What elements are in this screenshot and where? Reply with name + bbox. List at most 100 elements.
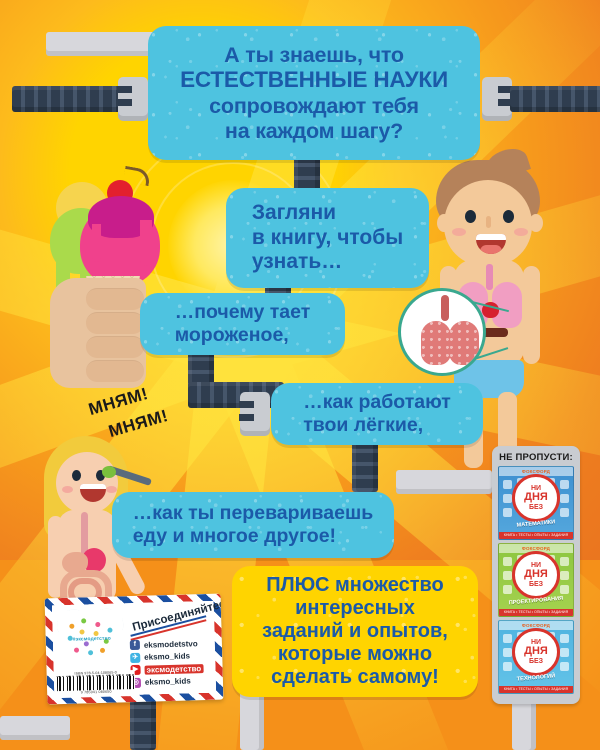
plus-line-1: ПЛЮС множество (266, 573, 444, 596)
sidebar-title: НЕ ПРОПУСТИ: (499, 452, 573, 463)
boy-eye (465, 210, 476, 223)
look-line-1: Загляни (251, 201, 337, 225)
social-row[interactable]: ◎ eksmo_kids (130, 676, 204, 688)
thumb-badge: НИ ДНЯ БЕЗ (512, 628, 560, 676)
icecream-line-2: мороженое, (174, 324, 289, 346)
pipe-grey-mid (396, 470, 492, 494)
finger (86, 360, 144, 382)
plus-line-3: заданий и опытов, (262, 619, 448, 642)
thumb-badge-ni: НИ (530, 485, 542, 493)
boy-liver (472, 328, 508, 337)
plus-line-4: которые можно (277, 643, 433, 666)
book-thumbnail-design[interactable]: ФОКСФОРД НИ ДНЯ БЕЗ ПРОЕКТИРОВАНИЯ КНИГА… (498, 543, 574, 617)
social-handle: eksmo_kids (144, 676, 191, 687)
lungs-line-1: …как работают (303, 391, 451, 414)
thumb-brand: ФОКСФОРД (521, 469, 551, 474)
magnified-trachea (441, 295, 449, 321)
boy-arm (523, 266, 540, 364)
thumb-brand: ФОКСФОРД (521, 546, 551, 551)
lung-magnifier (398, 288, 486, 376)
look-line-3: узнать… (251, 250, 343, 274)
social-envelope: #эксмодетство Присоединяйтесь! f eksmode… (44, 593, 224, 705)
plus-line-5: сделать самому! (271, 666, 439, 689)
boy-mouth (476, 234, 506, 254)
thumb-badge-ni: НИ (530, 639, 542, 647)
thumb-badge-bez: БЕЗ (528, 657, 544, 665)
pipe-top-right (510, 86, 600, 112)
icecream-line-1: …почему тает (174, 301, 311, 324)
headline-line-4: на каждом шагу? (224, 118, 404, 143)
digest-line-1: …как ты перевариваешь (132, 502, 374, 525)
pipe-grey-bottom (0, 716, 70, 740)
thumb-top-bar (499, 621, 573, 630)
facebook-icon: f (129, 639, 141, 651)
hand-holding-cone (50, 278, 146, 388)
pipe-top-left (12, 86, 122, 112)
girl-mouth (80, 484, 106, 502)
pipe-grey-bottom-right (512, 700, 536, 750)
finger (86, 288, 144, 310)
book-thumbnail-tech[interactable]: ФОКСФОРД НИ ДНЯ БЕЗ ТЕХНОЛОГИЙ КНИГА • Т… (498, 620, 574, 694)
plus-panel: ПЛЮС множество интересных заданий и опыт… (232, 566, 478, 697)
social-handle: эксмодетство (144, 663, 204, 675)
look-inside-panel: Загляни в книгу, чтобы узнать… (226, 188, 429, 288)
barcode-number: 9 785041 080650 (80, 689, 112, 695)
lungs-panel: …как работают твои лёгкие, (271, 383, 483, 445)
ice-cream-drip (92, 224, 101, 262)
pipe-connector (482, 77, 513, 121)
thumb-badge: НИ ДНЯ БЕЗ (512, 551, 560, 599)
ice-cream-drip (140, 220, 152, 266)
thumb-badge-ni: НИ (530, 562, 542, 570)
headline-panel: А ты знаешь, что ЕСТЕСТВЕННЫЕ НАУКИ сопр… (148, 26, 480, 160)
thumb-badge: НИ ДНЯ БЕЗ (512, 474, 560, 522)
boy-trachea (486, 264, 493, 290)
digest-line-2: еду и многое другое! (132, 525, 337, 547)
social-row[interactable]: f eksmodetstvo (129, 638, 203, 651)
book-thumbnail-math[interactable]: ФОКСФОРД НИ ДНЯ БЕЗ МАТЕМАТИКИ КНИГА • Т… (498, 466, 574, 540)
heart-sticker: #эксмодетство (57, 608, 125, 670)
thumb-footer: КНИГА • ТЕСТЫ • ОПЫТЫ • ЗАДАНИЯ (499, 532, 573, 539)
social-row[interactable]: ✈ eksmo_kids (130, 651, 203, 663)
thumb-top-bar (499, 544, 573, 553)
girl-face (56, 452, 118, 514)
thumb-badge-bez: БЕЗ (528, 580, 544, 588)
social-row[interactable]: ▶ эксмодетство (130, 663, 204, 676)
thumb-badge-bez: БЕЗ (528, 503, 544, 511)
food-bite-icon (102, 466, 116, 478)
pipe-connector (239, 392, 270, 436)
girl-eye (72, 470, 81, 481)
lungs-line-2: твои лёгкие, (303, 414, 424, 436)
social-handle: eksmodetstvo (143, 638, 198, 650)
boy-ear (529, 214, 543, 232)
headline-line-3: сопровождают тебя (209, 93, 419, 118)
girl-stomach (62, 552, 88, 574)
boy-cheek (452, 228, 466, 236)
girl-eye (96, 470, 105, 481)
thumb-badge-dnya: ДНЯ (524, 491, 548, 504)
thumb-brand: ФОКСФОРД (521, 623, 551, 628)
finger (86, 336, 144, 358)
headline-line-1: А ты знаешь, что (224, 42, 404, 67)
isbn-barcode: ISBN 978-5-04-108065-0 9 785041 080650 (56, 669, 136, 699)
thumb-footer: КНИГА • ТЕСТЫ • ОПЫТЫ • ЗАДАНИЯ (499, 609, 573, 616)
boy-cheek (514, 228, 528, 236)
girl-esophagus (81, 512, 88, 556)
pipe-vertical-bottom-left (130, 696, 156, 750)
magnified-lung-left (421, 321, 451, 365)
look-line-2: в книгу, чтобы (251, 225, 404, 249)
headline-line-2: ЕСТЕСТВЕННЫЕ НАУКИ (180, 67, 448, 93)
social-handle: eksmo_kids (144, 651, 191, 662)
thumb-badge-dnya: ДНЯ (524, 645, 548, 658)
boy-nose (486, 216, 491, 228)
social-links-list: f eksmodetstvo ✈ eksmo_kids ▶ эксмодетст… (129, 638, 204, 690)
thumb-badge-dnya: ДНЯ (524, 568, 548, 581)
girl-cheek (106, 486, 117, 493)
digestion-panel: …как ты перевариваешь еду и многое друго… (112, 492, 394, 558)
magnified-lung-right (449, 321, 479, 365)
thumb-top-bar (499, 467, 573, 476)
finger (86, 312, 144, 334)
dont-miss-sidebar: НЕ ПРОПУСТИ: ФОКСФОРД НИ ДНЯ БЕЗ МАТЕМАТ… (492, 446, 580, 704)
pipe-connector (117, 77, 148, 121)
thumb-footer: КНИГА • ТЕСТЫ • ОПЫТЫ • ЗАДАНИЯ (499, 686, 573, 693)
